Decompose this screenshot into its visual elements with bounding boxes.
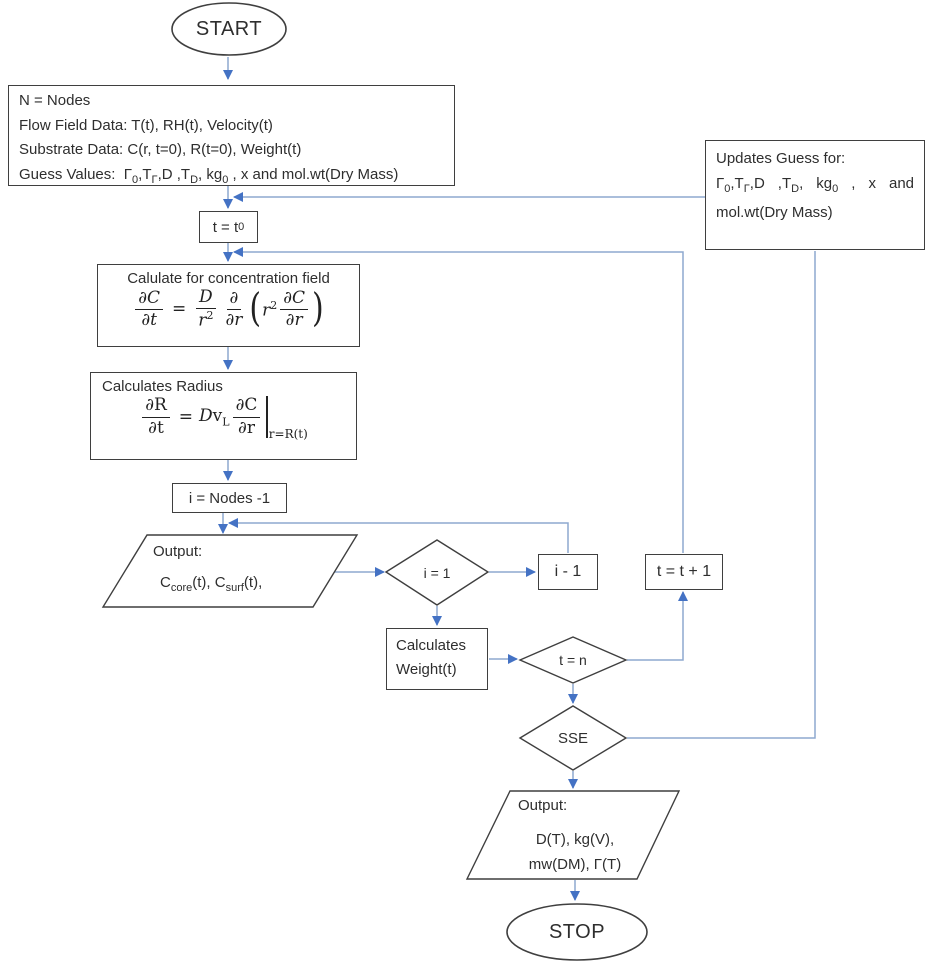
output-conc-value: Ccore(t), Csurf(t),	[160, 574, 263, 594]
t-check-decision-shape	[518, 636, 628, 684]
node-inputs: N = Nodes Flow Field Data: T(t), RH(t), …	[8, 85, 455, 186]
updates-body: Γ0,TΓ,D ,TD, kg0 , x and mol.wt(Dry Mass…	[716, 175, 915, 221]
t-check-label: t = n	[559, 652, 587, 668]
output-final-io-shape	[465, 790, 681, 880]
node-updates: Updates Guess for: Γ0,TΓ,D ,TD, kg0 , x …	[705, 140, 925, 250]
start-label: START	[195, 17, 263, 40]
connector-idec-to-output	[228, 518, 569, 553]
stop-terminator-shape	[506, 903, 648, 961]
i-check-decision-shape	[384, 539, 490, 606]
inputs-line-1: N = Nodes	[19, 92, 91, 109]
output-conc-title: Output:	[153, 543, 203, 560]
start-terminator-shape	[171, 2, 287, 56]
output-conc-io-shape	[101, 534, 359, 608]
node-weight: Calculates Weight(t)	[386, 628, 488, 690]
sse-decision-shape	[518, 705, 628, 771]
radius-title: Calculates Radius	[102, 378, 223, 395]
output-final-title: Output:	[518, 797, 568, 814]
weight-line-2: Weight(t)	[396, 661, 457, 678]
output-final-values: D(T), kg(V), mw(DM), Γ(T)	[505, 827, 645, 877]
inputs-line-2: Flow Field Data: T(t), RH(t), Velocity(t…	[19, 116, 273, 134]
connector-tinc-to-conc	[233, 247, 684, 553]
i-check-label: i = 1	[423, 564, 451, 581]
output-final-line-1: D(T), kg(V),	[535, 831, 615, 848]
node-t-inc: t = t + 1	[645, 554, 723, 590]
concentration-title: Calulate for concentration field	[127, 270, 330, 287]
inputs-line-4: Guess Values: Γ0,TΓ,D ,TD, kg0 , x and m…	[19, 165, 399, 186]
connector-tcheck-to-tinc	[627, 591, 688, 661]
stop-label: STOP	[548, 920, 606, 943]
inputs-line-3: Substrate Data: C(r, t=0), R(t=0), Weigh…	[19, 141, 302, 158]
weight-line-1: Calculates	[396, 637, 467, 654]
node-i-dec: i - 1	[538, 554, 598, 590]
node-i-nodes: i = Nodes -1	[172, 483, 287, 513]
output-final-line-2: mw(DM), Γ(T)	[528, 856, 622, 873]
connector-sse-to-updates	[627, 251, 816, 739]
updates-title: Updates Guess for:	[716, 150, 846, 167]
sse-label: SSE	[557, 729, 588, 747]
